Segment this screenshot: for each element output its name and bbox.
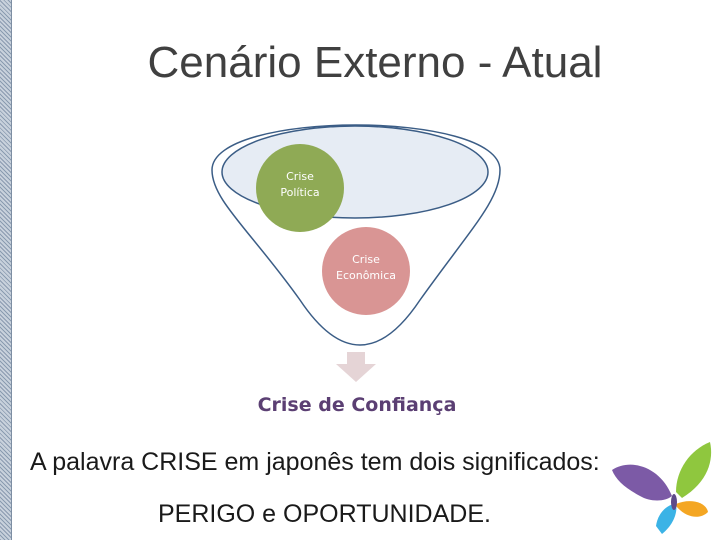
funnel-outline [211, 124, 501, 346]
crise-economica-circle [322, 227, 410, 315]
down-arrow [336, 352, 376, 382]
butterfly-blue-wing [656, 504, 677, 534]
crise-economica-label-line1: Crise [352, 253, 380, 266]
crise-economica-label-line2: Econômica [336, 269, 396, 282]
caption-line-2: PERIGO e OPORTUNIDADE. [158, 500, 491, 528]
crise-politica-label-line2: Política [280, 186, 320, 199]
crise-politica-label: Crise Política [260, 169, 340, 201]
crise-politica-label-line1: Crise [286, 170, 314, 183]
butterfly-logo [612, 442, 712, 534]
slide-left-border [0, 0, 12, 540]
caption-line-1: A palavra CRISE em japonês tem dois sign… [30, 448, 600, 476]
slide-title: Cenário Externo - Atual [147, 38, 603, 87]
butterfly-green-wing [676, 442, 712, 498]
butterfly-purple-wing [612, 464, 672, 501]
butterfly-body [671, 494, 677, 510]
crise-economica-label: Crise Econômica [322, 252, 410, 284]
crise-de-confianca-label: Crise de Confiança [257, 394, 457, 416]
crise-politica-circle [256, 144, 344, 232]
butterfly-orange-wing [676, 501, 708, 517]
